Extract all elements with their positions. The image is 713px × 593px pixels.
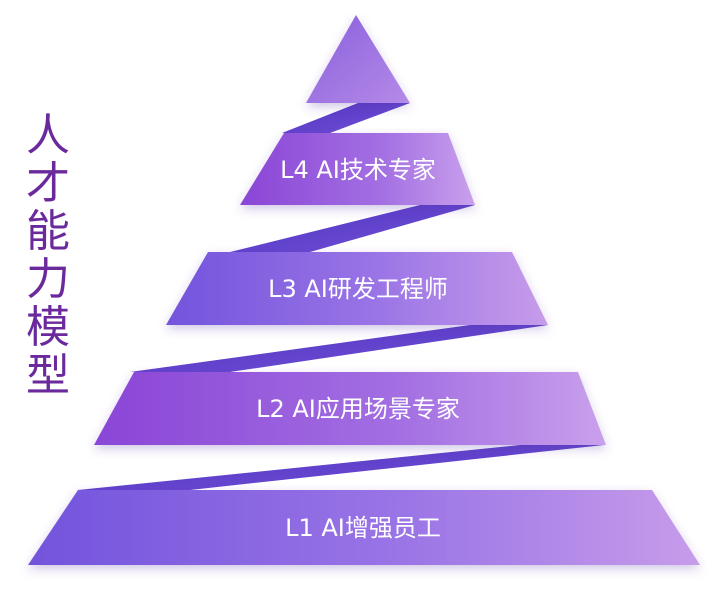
side-title-char: 才 <box>26 158 70 209</box>
level-band <box>94 372 606 445</box>
pyramid-apex <box>306 15 410 103</box>
level-label: L2 AI应用场景专家 <box>256 395 460 423</box>
connector-l2-l1 <box>78 445 604 490</box>
level-L1: L1 AI增强员工 <box>28 490 700 565</box>
side-title-char: 力 <box>26 254 70 305</box>
level-label: L4 AI技术专家 <box>280 156 436 184</box>
connector-l4-l3 <box>230 205 475 252</box>
level-L3: L3 AI研发工程师 <box>166 252 548 325</box>
level-band <box>166 252 548 325</box>
side-title-char: 能 <box>26 206 70 257</box>
connector-l3-l2 <box>130 325 548 372</box>
side-title-char: 型 <box>26 350 70 401</box>
side-title-char: 人 <box>26 110 70 161</box>
connector-apex-l4 <box>282 103 410 133</box>
level-L2: L2 AI应用场景专家 <box>94 372 606 445</box>
level-label: L1 AI增强员工 <box>285 514 441 542</box>
level-label: L3 AI研发工程师 <box>268 275 448 303</box>
level-band <box>240 133 475 205</box>
side-title-char: 模 <box>26 302 70 353</box>
connectors <box>78 103 604 490</box>
side-title: 人 才 能 力 模 型 <box>18 112 78 400</box>
level-L4: L4 AI技术专家 <box>240 133 475 205</box>
level-band <box>28 490 700 565</box>
